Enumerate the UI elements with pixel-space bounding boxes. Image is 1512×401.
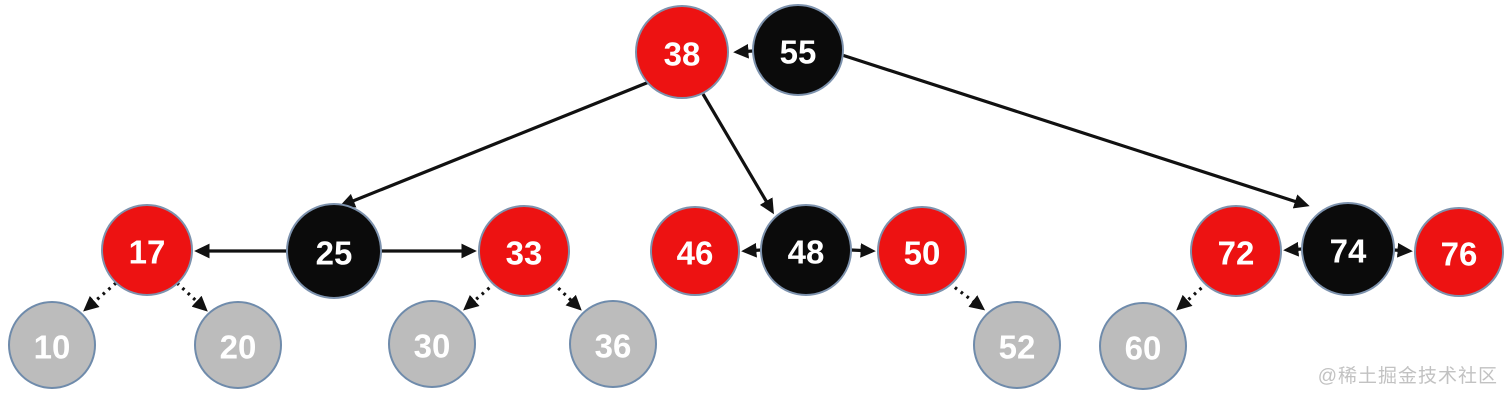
edge-17-to-20	[175, 281, 208, 312]
node-label-10: 10	[34, 329, 71, 366]
edge-74-to-72	[1283, 241, 1303, 257]
tree-node-50: 50	[877, 206, 967, 296]
edge-50-to-52	[948, 281, 986, 311]
node-label-72: 72	[1218, 235, 1255, 272]
tree-node-76: 76	[1414, 207, 1504, 297]
edge-38-to-48	[701, 93, 774, 215]
node-circle-48	[760, 204, 852, 296]
node-label-55: 55	[780, 34, 817, 71]
node-circle-17	[101, 204, 193, 296]
node-circle-60	[1099, 302, 1187, 390]
tree-node-38: 38	[635, 5, 729, 99]
node-circle-36	[569, 300, 657, 388]
watermark-text: @稀土掘金技术社区	[1317, 366, 1498, 387]
edge-17-to-10	[83, 281, 118, 312]
node-circle-30	[388, 300, 476, 388]
edge-38-to-25	[339, 80, 650, 208]
node-label-60: 60	[1125, 330, 1162, 367]
tree-node-17: 17	[101, 204, 193, 296]
tree-node-74: 74	[1301, 202, 1395, 296]
edge-74-to-76	[1393, 242, 1413, 258]
node-circle-46	[650, 206, 740, 296]
tree-node-48: 48	[760, 204, 852, 296]
edge-33-to-30	[463, 281, 497, 311]
node-label-50: 50	[904, 235, 941, 272]
node-label-76: 76	[1441, 236, 1478, 273]
node-label-46: 46	[677, 235, 714, 272]
tree-node-46: 46	[650, 206, 740, 296]
node-label-36: 36	[595, 328, 632, 365]
node-label-25: 25	[316, 235, 353, 272]
node-circle-72	[1190, 205, 1282, 297]
node-circle-10	[8, 301, 96, 389]
tree-node-20: 20	[194, 301, 282, 389]
node-circle-25	[286, 203, 382, 299]
node-circle-74	[1301, 202, 1395, 296]
tree-node-36: 36	[569, 300, 657, 388]
tree-node-52: 52	[973, 301, 1061, 389]
node-label-74: 74	[1330, 233, 1367, 270]
node-label-20: 20	[220, 329, 257, 366]
edge-55-to-74	[841, 53, 1310, 209]
node-label-52: 52	[999, 329, 1036, 366]
node-circle-50	[877, 206, 967, 296]
node-circle-20	[194, 301, 282, 389]
node-label-30: 30	[414, 328, 451, 365]
node-label-17: 17	[129, 234, 166, 271]
node-circle-38	[635, 5, 729, 99]
tree-node-55: 55	[752, 4, 844, 96]
tree-node-30: 30	[388, 300, 476, 388]
tree-node-25: 25	[286, 203, 382, 299]
edge-48-to-50	[850, 243, 876, 258]
node-circle-55	[752, 4, 844, 96]
node-label-38: 38	[664, 36, 701, 73]
tree-node-72: 72	[1190, 205, 1282, 297]
edge-33-to-36	[551, 281, 582, 311]
edge-48-to-46	[741, 242, 762, 258]
node-circle-33	[478, 205, 570, 297]
node-label-48: 48	[788, 234, 825, 271]
tree-node-33: 33	[478, 205, 570, 297]
tree-node-10: 10	[8, 301, 96, 389]
node-circle-52	[973, 301, 1061, 389]
tree-node-60: 60	[1099, 302, 1187, 390]
node-label-33: 33	[506, 235, 543, 272]
edge-55-to-38	[733, 43, 754, 59]
node-circle-76	[1414, 207, 1504, 297]
edge-72-to-60	[1176, 281, 1209, 311]
